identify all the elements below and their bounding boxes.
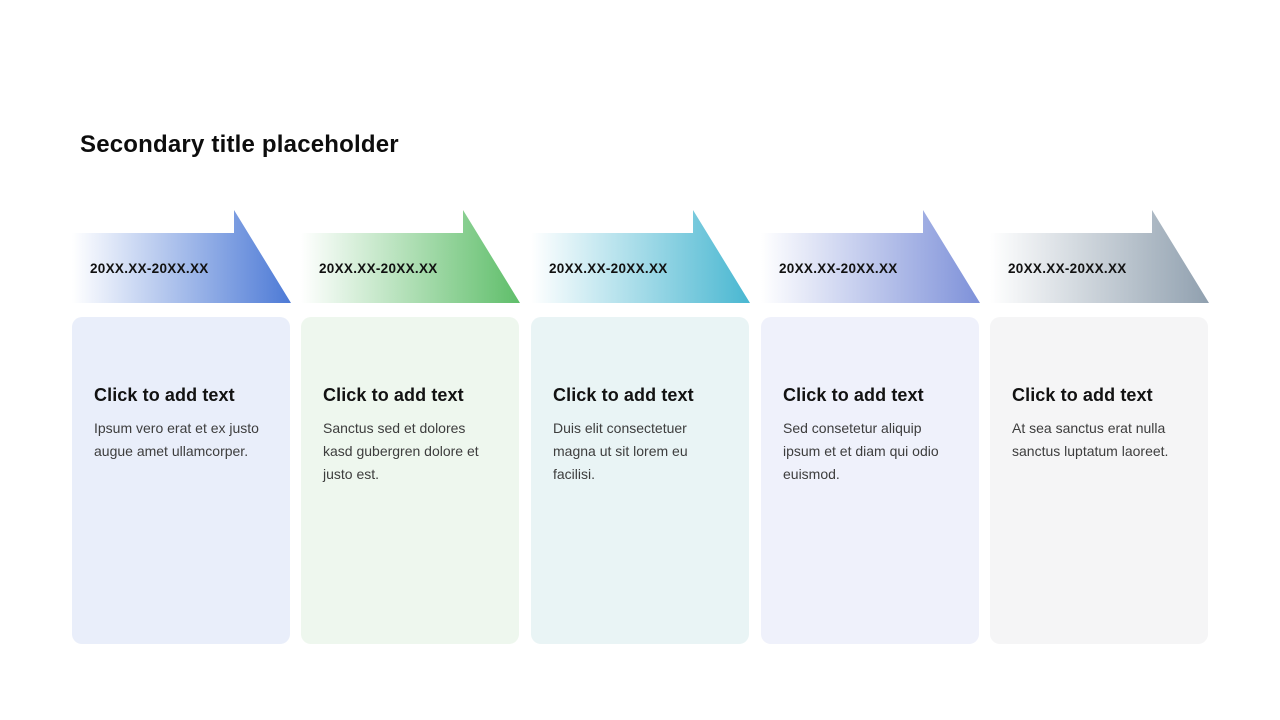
text-card[interactable]: Click to add text Duis elit consectetuer… [531,317,749,644]
text-card[interactable]: Click to add text Sed consetetur aliquip… [761,317,979,644]
arrow-icon [72,210,291,303]
card-title-placeholder[interactable]: Click to add text [323,385,464,405]
card-body-text[interactable]: Ipsum vero erat et ex justo augue amet u… [94,420,259,459]
card-body-text[interactable]: Duis elit consectetuer magna ut sit lore… [553,420,688,482]
text-card[interactable]: Click to add text Ipsum vero erat et ex … [72,317,290,644]
text-card[interactable]: Click to add text Sanctus sed et dolores… [301,317,519,644]
arrow-icon [990,210,1209,303]
timeline-column-4: 20XX.XX-20XX.XX Click to add text Sed co… [761,210,981,644]
timeline-arrow-shape[interactable]: 20XX.XX-20XX.XX [761,210,981,304]
card-title-placeholder[interactable]: Click to add text [783,385,924,405]
timeline-arrow-shape[interactable]: 20XX.XX-20XX.XX [72,210,292,304]
date-range-label[interactable]: 20XX.XX-20XX.XX [549,260,668,276]
timeline-arrow-shape[interactable]: 20XX.XX-20XX.XX [531,210,751,304]
timeline-column-1: 20XX.XX-20XX.XX Click to add text Ipsum … [72,210,292,644]
date-range-label[interactable]: 20XX.XX-20XX.XX [1008,260,1127,276]
timeline-column-3: 20XX.XX-20XX.XX Click to add text Duis e… [531,210,751,644]
arrow-icon [761,210,980,303]
date-range-label[interactable]: 20XX.XX-20XX.XX [90,260,209,276]
card-title-placeholder[interactable]: Click to add text [1012,385,1153,405]
card-title-placeholder[interactable]: Click to add text [94,385,235,405]
date-range-label[interactable]: 20XX.XX-20XX.XX [779,260,898,276]
secondary-title-placeholder[interactable]: Secondary title placeholder [80,131,399,158]
date-range-label[interactable]: 20XX.XX-20XX.XX [319,260,438,276]
timeline-column-2: 20XX.XX-20XX.XX Click to add text Sanctu… [301,210,521,644]
timeline-column-5: 20XX.XX-20XX.XX Click to add text At sea… [990,210,1210,644]
text-card[interactable]: Click to add text At sea sanctus erat nu… [990,317,1208,644]
arrow-icon [531,210,750,303]
card-body-text[interactable]: At sea sanctus erat nulla sanctus luptat… [1012,420,1169,459]
card-body-text[interactable]: Sed consetetur aliquip ipsum et et diam … [783,420,939,482]
card-body-text[interactable]: Sanctus sed et dolores kasd gubergren do… [323,420,479,482]
timeline-arrow-shape[interactable]: 20XX.XX-20XX.XX [301,210,521,304]
card-title-placeholder[interactable]: Click to add text [553,385,694,405]
arrow-icon [301,210,520,303]
timeline-arrow-shape[interactable]: 20XX.XX-20XX.XX [990,210,1210,304]
